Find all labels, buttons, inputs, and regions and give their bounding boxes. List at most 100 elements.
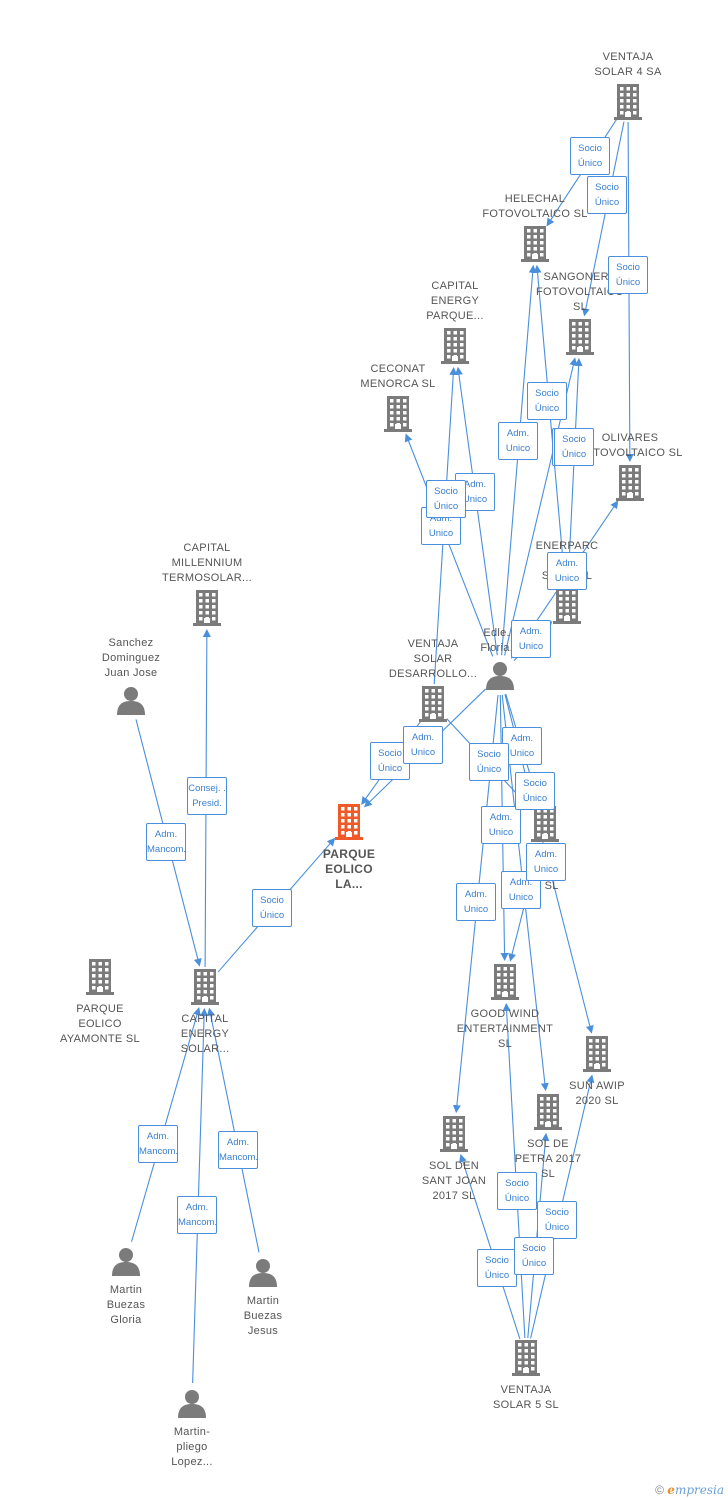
node-edler[interactable]: Edle... Floria... [435,626,565,695]
node-label: VENTAJA SOLAR 4 SA [594,51,662,78]
node-ceconat[interactable]: CECONAT MENORCA SL [333,362,463,437]
edge-label[interactable]: Socio Único [477,1249,517,1287]
node-label: SOL DEN SANT JOAN 2017 SL [421,1160,487,1202]
node-label: GOOD WIND ENTERTAINMENT SL [456,1008,554,1050]
edge-label[interactable]: Adm. Unico [547,552,587,590]
node-label: Martin- pliego Lopez... [171,1426,213,1468]
edge-label[interactable]: Socio Único [252,889,292,927]
brand-name: mpresia [674,1483,724,1497]
node-soldepetra[interactable]: SOL DE PETRA 2017 SL [483,1094,613,1182]
node-capitalmillennium[interactable]: CAPITAL MILLENNIUM TERMOSOLAR... [142,541,272,631]
node-olivares[interactable]: OLIVARES FOTOVOLTAICO SL [565,431,695,506]
node-martinjesus[interactable]: Martin Buezas Jesus [198,1257,328,1339]
edge-label[interactable]: Adm. Mancom. [218,1131,258,1169]
node-label: Martin Buezas Gloria [106,1284,146,1326]
edge-label[interactable]: Adm. Unico [526,843,566,881]
footer-brand: © empresia [655,1483,724,1497]
edge-label[interactable]: Adm. Unico [403,726,443,764]
node-helechal[interactable]: HELECHAL FOTOVOLTAICO SL [470,192,600,267]
edge-label[interactable]: Adm. Unico [511,620,551,658]
edge-label[interactable]: Adm. Unico [456,883,496,921]
building-icon [390,328,520,369]
edge-line [581,121,625,317]
building-icon [480,806,610,847]
edge-label[interactable]: Socio Único [554,428,594,466]
node-label: OLIVARES FOTOVOLTAICO SL [577,432,683,459]
building-icon [563,84,693,125]
edge-line [501,264,537,656]
edge-line [404,433,494,657]
person-icon [66,685,196,720]
building-icon [565,465,695,506]
node-label: PARQUE EOLICO LA... [322,847,376,891]
edge-label[interactable]: Adm. Mancom. [138,1125,178,1163]
edge-label[interactable]: Adm. Mancom. [177,1196,217,1234]
edge-label[interactable]: Socio Único [497,1172,537,1210]
edge-line [206,1007,260,1253]
node-label: VENTAJA SOLAR 5 SL [493,1384,559,1411]
edge-label[interactable]: Adm. Mancom. [146,823,186,861]
person-icon [198,1257,328,1292]
node-ventaja5[interactable]: VENTAJA SOLAR 5 SL [461,1340,591,1413]
brand-e: e [667,1483,675,1497]
edge-line [533,264,566,587]
node-ventaja4[interactable]: VENTAJA SOLAR 4 SA [563,50,693,125]
node-label: SOL DE PETRA 2017 SL [514,1138,582,1180]
edge-label[interactable]: Socio Único [514,1237,554,1275]
building-icon [515,319,645,360]
edge-label[interactable]: Adm. Unico [481,806,521,844]
building-icon [140,969,270,1010]
node-label: Sanchez Dominguez Juan Jose [101,637,161,679]
building-icon [142,590,272,631]
building-icon [461,1340,591,1381]
building-icon [368,686,498,727]
node-parqueayamonte[interactable]: PARQUE EOLICO AYAMONTE SL [35,959,165,1047]
node-capitalenergysolar[interactable]: CAPITAL ENERGY SOLAR... [140,969,270,1057]
node-goodwind[interactable]: GOOD WIND ENTERTAINMENT SL [440,964,570,1052]
building-icon [389,1116,519,1157]
edge-label[interactable]: Socio Único [537,1201,577,1239]
edge-line [454,366,498,656]
building-icon [470,226,600,267]
node-sunawip[interactable]: SUN AWIP 2020 SL [532,1036,662,1109]
node-martingloria[interactable]: Martin Buezas Gloria [61,1246,191,1328]
building-icon [35,959,165,1000]
node-label: SUN AWIP 2020 SL [569,1080,625,1107]
edge-label[interactable]: Consej. . Presid. [187,777,227,815]
edge-line [131,1007,201,1242]
building-icon [502,588,632,629]
empresia-logo[interactable]: empresia [667,1483,724,1497]
node-soldensant[interactable]: SOL DEN SANT JOAN 2017 SL [389,1116,519,1204]
edge-label[interactable]: Socio Único [608,256,648,294]
node-martinpliego[interactable]: Martin- pliego Lopez... [127,1388,257,1470]
node-ventajadesarrollo[interactable]: VENTAJA SOLAR DESARROLLO... [368,637,498,727]
copyright-symbol: © [655,1483,664,1497]
edge-label[interactable]: Socio Único [587,176,627,214]
edge-label[interactable]: Adm. Unico [498,422,538,460]
person-icon [61,1246,191,1281]
edge-label[interactable]: Socio Único [570,137,610,175]
edge-label[interactable]: Socio Único [515,772,555,810]
node-label: SANGONERA FOTOVOLTAICO SL [536,271,624,313]
node-label: PARQUE EOLICO AYAMONTE SL [60,1003,140,1045]
node-sanchez[interactable]: Sanchez Dominguez Juan Jose [66,636,196,720]
node-label: VENTAJA SOLAR DESARROLLO... [388,638,478,680]
node-label: HELECHAL FOTOVOLTAICO SL [482,193,588,220]
building-icon [284,804,414,845]
building-icon [440,964,570,1005]
edge-label[interactable]: Socio Único [469,743,509,781]
building-icon [532,1036,662,1077]
node-label: Martin Buezas Jesus [243,1295,283,1337]
person-icon [127,1388,257,1423]
edge-line [527,1132,550,1339]
node-label: Edle... Floria... [480,627,520,654]
node-label: CECONAT MENORCA SL [360,363,436,390]
edge-line [459,1153,521,1340]
node-label: CAPITAL ENERGY PARQUE... [426,280,484,322]
node-capitalenergyparque[interactable]: CAPITAL ENERGY PARQUE... [390,279,520,369]
node-parqueeolicola[interactable]: PARQUE EOLICO LA... [284,804,414,892]
edge-label[interactable]: Socio Único [426,480,466,518]
node-sangonera[interactable]: SANGONERA FOTOVOLTAICO SL [515,270,645,360]
edge-label[interactable]: Socio Único [527,382,567,420]
